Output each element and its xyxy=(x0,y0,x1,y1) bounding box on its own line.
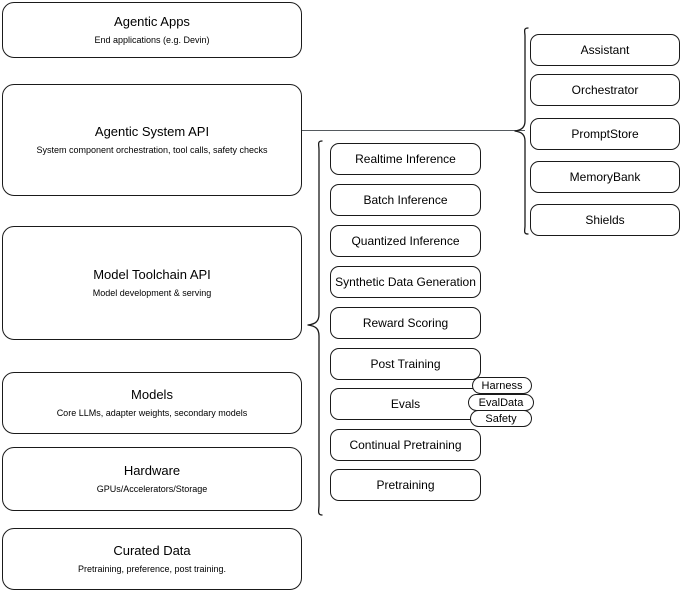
layer-box-models[interactable]: Models Core LLMs, adapter weights, secon… xyxy=(2,372,302,434)
badge-label: EvalData xyxy=(478,396,524,409)
evals-badge-harness[interactable]: Harness xyxy=(472,377,532,394)
badge-label: Harness xyxy=(481,379,523,392)
layer-box-agentic-apps[interactable]: Agentic Apps End applications (e.g. Devi… xyxy=(2,2,302,58)
layer-title: Curated Data xyxy=(113,542,191,558)
component-label: MemoryBank xyxy=(569,169,641,184)
layer-title: Agentic System API xyxy=(94,123,210,139)
badge-label: Safety xyxy=(485,412,517,425)
brace-toolchain-components xyxy=(307,140,323,516)
layer-box-curated-data[interactable]: Curated Data Pretraining, preference, po… xyxy=(2,528,302,590)
layer-subtitle: End applications (e.g. Devin) xyxy=(94,35,210,45)
toolchain-box-batch-inference[interactable]: Batch Inference xyxy=(330,184,481,216)
layer-title: Agentic Apps xyxy=(114,13,190,29)
layer-subtitle: System component orchestration, tool cal… xyxy=(36,145,268,155)
component-box-memorybank[interactable]: MemoryBank xyxy=(530,161,680,193)
toolchain-label: Reward Scoring xyxy=(362,315,449,330)
toolchain-box-pretraining[interactable]: Pretraining xyxy=(330,469,481,501)
component-label: Assistant xyxy=(580,42,630,57)
component-box-promptstore[interactable]: PromptStore xyxy=(530,118,680,150)
toolchain-label: Evals xyxy=(390,396,421,411)
toolchain-label: Synthetic Data Generation xyxy=(335,274,476,289)
layer-title: Models xyxy=(131,386,173,402)
toolchain-label: Post Training xyxy=(370,356,441,371)
toolchain-label: Batch Inference xyxy=(363,192,448,207)
component-label: PromptStore xyxy=(571,126,639,141)
toolchain-box-post-training[interactable]: Post Training xyxy=(330,348,481,380)
component-label: Orchestrator xyxy=(571,82,639,97)
toolchain-label: Continual Pretraining xyxy=(349,437,462,452)
layer-title: Model Toolchain API xyxy=(93,266,211,282)
layer-box-model-toolchain-api[interactable]: Model Toolchain API Model development & … xyxy=(2,226,302,340)
component-box-orchestrator[interactable]: Orchestrator xyxy=(530,74,680,106)
layer-subtitle: GPUs/Accelerators/Storage xyxy=(96,484,208,494)
component-box-assistant[interactable]: Assistant xyxy=(530,34,680,66)
layer-subtitle: Core LLMs, adapter weights, secondary mo… xyxy=(56,408,248,418)
layer-subtitle: Model development & serving xyxy=(92,288,212,298)
component-label: Shields xyxy=(585,212,625,227)
connector-agentic-system-api-to-components xyxy=(302,130,525,132)
toolchain-label: Quantized Inference xyxy=(351,233,460,248)
toolchain-box-quantized-inference[interactable]: Quantized Inference xyxy=(330,225,481,257)
brace-agentic-components xyxy=(514,27,529,235)
toolchain-label: Pretraining xyxy=(376,477,435,492)
layer-box-agentic-system-api[interactable]: Agentic System API System component orch… xyxy=(2,84,302,196)
toolchain-label: Realtime Inference xyxy=(355,151,456,166)
toolchain-box-synthetic-data-generation[interactable]: Synthetic Data Generation xyxy=(330,266,481,298)
layer-title: Hardware xyxy=(123,462,181,478)
component-box-shields[interactable]: Shields xyxy=(530,204,680,236)
toolchain-box-evals[interactable]: Evals xyxy=(330,388,481,420)
toolchain-box-continual-pretraining[interactable]: Continual Pretraining xyxy=(330,429,481,461)
evals-badge-safety[interactable]: Safety xyxy=(470,410,532,427)
layer-subtitle: Pretraining, preference, post training. xyxy=(77,564,227,574)
evals-badge-evaldata[interactable]: EvalData xyxy=(468,394,534,411)
toolchain-box-realtime-inference[interactable]: Realtime Inference xyxy=(330,143,481,175)
layer-box-hardware[interactable]: Hardware GPUs/Accelerators/Storage xyxy=(2,447,302,511)
toolchain-box-reward-scoring[interactable]: Reward Scoring xyxy=(330,307,481,339)
